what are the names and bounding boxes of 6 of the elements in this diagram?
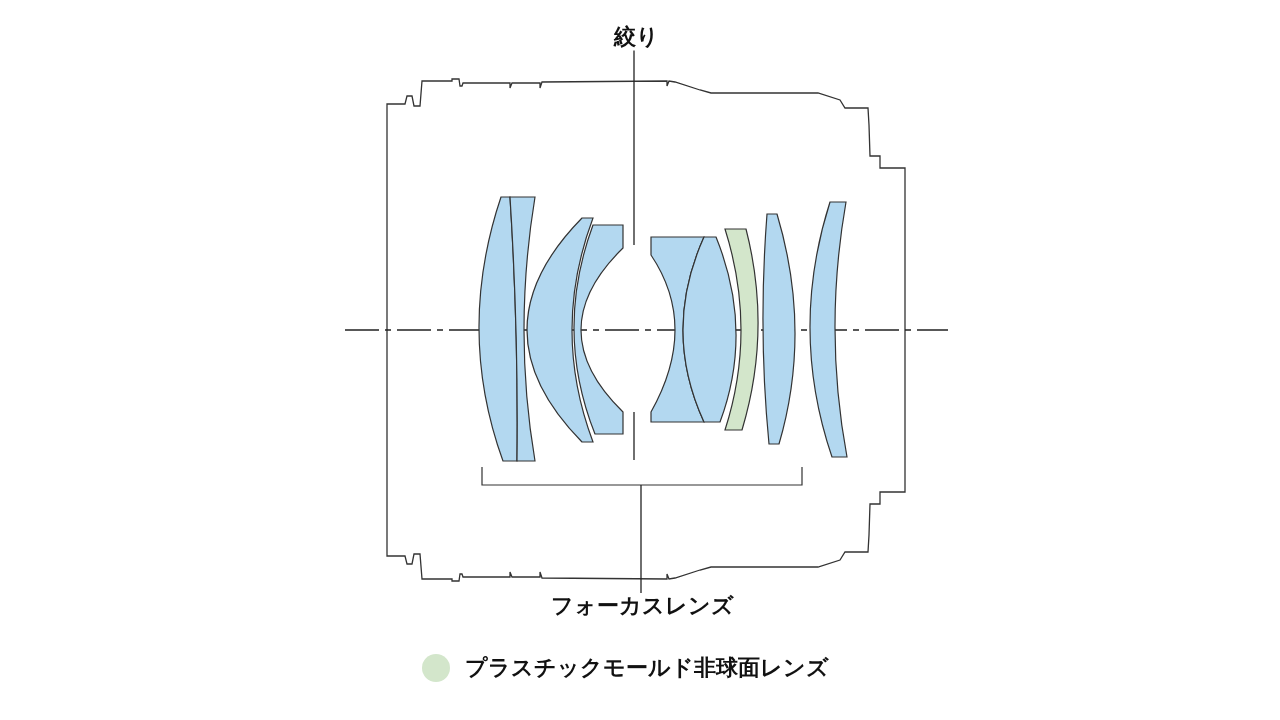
callout-label: フォーカスレンズ [550, 593, 734, 620]
focus-lens-group-drawing [478, 196, 803, 486]
callout-label: 絞り [613, 24, 659, 51]
leader-line [633, 49, 635, 198]
leader-line [640, 484, 642, 594]
legend-label: プラスチックモールド非球面レンズ [465, 655, 829, 682]
